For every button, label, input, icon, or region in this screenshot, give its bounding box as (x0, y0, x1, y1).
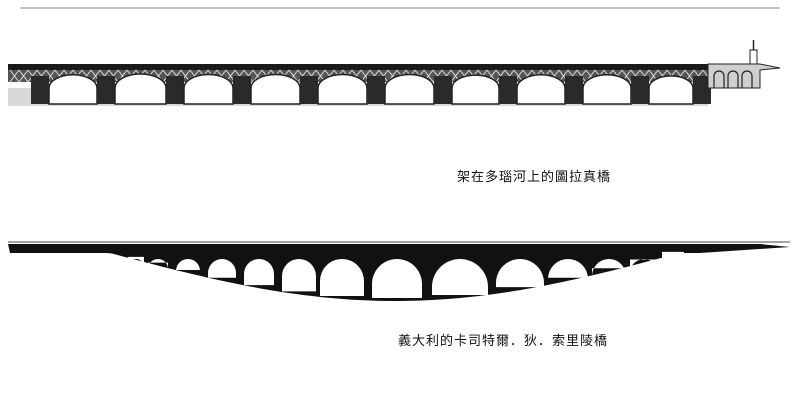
arch-opening (250, 73, 301, 105)
pier (565, 76, 583, 104)
arch-opening (48, 74, 98, 105)
pier (166, 76, 184, 104)
trajan-tower (749, 49, 758, 65)
arch-opening (516, 74, 566, 105)
pier (300, 76, 318, 104)
arch-opening (114, 73, 167, 105)
arch-opening (317, 73, 368, 105)
arch-opening (183, 73, 234, 105)
pier (693, 76, 711, 104)
pier (31, 76, 49, 104)
trajan-bridge-drawing (8, 40, 781, 106)
truss-strut (9, 69, 20, 83)
arch-opening (582, 74, 632, 105)
pier (631, 76, 649, 104)
pier (367, 76, 385, 104)
pier (434, 76, 452, 104)
sorelle-bridge-drawing (8, 241, 790, 301)
caption-trajan-bridge: 架在多瑙河上的圖拉真橋 (457, 170, 612, 185)
pier (233, 76, 251, 104)
trajan-abutment (707, 63, 781, 89)
arch-opening (451, 74, 500, 105)
sorelle-arches (128, 251, 684, 298)
arch-opening (648, 75, 694, 105)
truss-strut (450, 69, 461, 83)
trajan-abutment-arches (713, 70, 753, 88)
truss-strut (18, 69, 29, 83)
caption-sorelle-bridge: 義大利的卡司特爾．狄．索里陵橋 (398, 334, 609, 349)
arch-opening (384, 73, 435, 105)
trajan-piers (31, 73, 711, 105)
pier (499, 76, 517, 104)
trajan-deck (8, 64, 763, 70)
truss-strut (252, 69, 263, 83)
pier (97, 76, 115, 104)
truss-strut (648, 69, 659, 83)
